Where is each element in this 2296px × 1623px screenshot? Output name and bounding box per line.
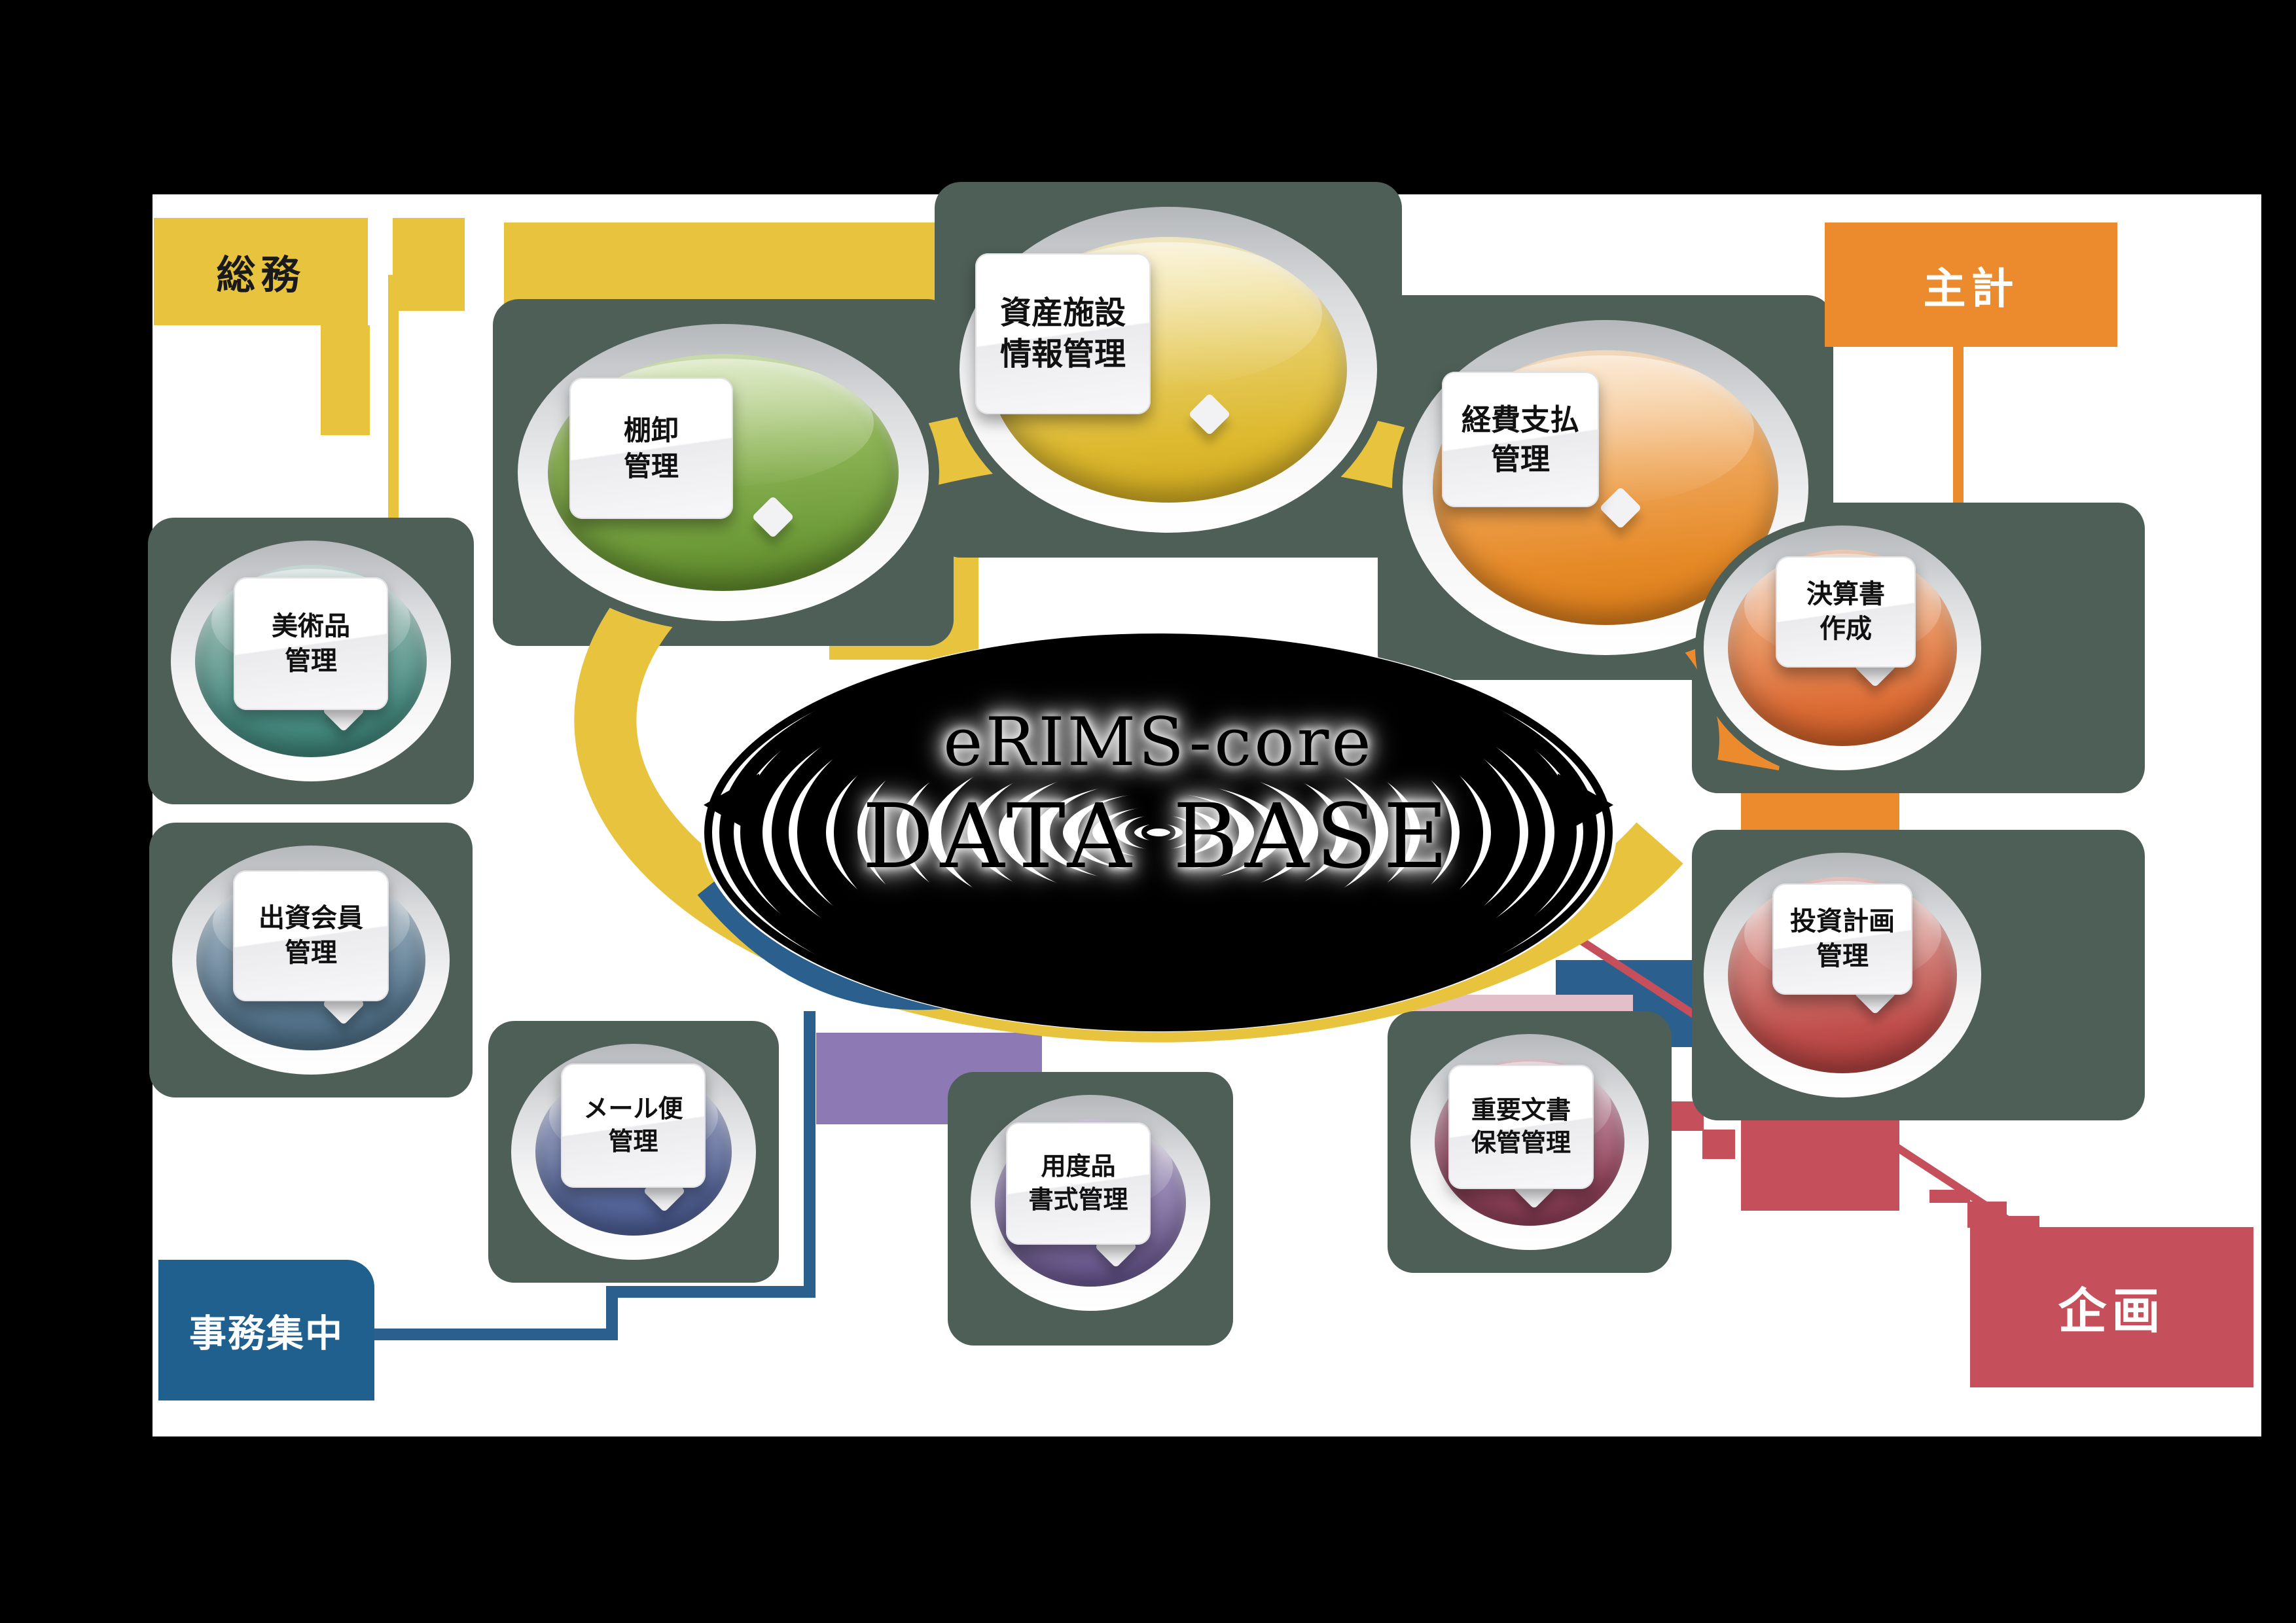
bubble-label: 出資会員 管理 xyxy=(233,870,389,1001)
flow-arrow-left-icon xyxy=(704,774,759,836)
bubble-label: 決算書 作成 xyxy=(1776,556,1916,668)
dept-label-text: 総務 xyxy=(216,253,306,297)
dept-label-jimu: 事務集中 xyxy=(158,1260,374,1400)
bubble-tanaoroshi: 棚卸 管理 xyxy=(507,313,939,632)
bubble-label-line: 保管管理 xyxy=(1471,1130,1571,1157)
bubble-youdohin: 用度品 書式管理 xyxy=(962,1086,1219,1319)
bubble-label-line: 資産施設 xyxy=(999,295,1126,330)
bubble-label-line: 投資計画 xyxy=(1790,907,1895,936)
jimu-connector-line xyxy=(606,1286,810,1298)
bubble-label-line: 管理 xyxy=(608,1128,658,1156)
bubble-label-line: 重要文書 xyxy=(1471,1096,1571,1124)
bubble-label: 重要文書 保管管理 xyxy=(1448,1065,1594,1189)
bubble-label-line: 書式管理 xyxy=(1028,1186,1128,1214)
bubble-label-line: 出資会員 xyxy=(259,904,363,933)
bubble-shusshi: 出資会員 管理 xyxy=(164,837,458,1083)
soumu-connector-step xyxy=(393,218,465,311)
bubble-shisan: 資産施設 情報管理 xyxy=(949,196,1388,543)
bubble-label: メール便 管理 xyxy=(561,1063,706,1188)
kikaku-connector-step xyxy=(1702,1130,1735,1159)
bubble-label-line: 管理 xyxy=(623,451,679,482)
bubble-label: 資産施設 情報管理 xyxy=(975,253,1151,414)
bubble-label-line: 経費支払 xyxy=(1461,403,1579,437)
soumu-connector-step xyxy=(321,325,370,435)
dept-label-text: 企画 xyxy=(2058,1284,2166,1338)
database-title-line2: DATA BASE xyxy=(862,785,1455,889)
bubble-label-line: 管理 xyxy=(285,646,337,675)
bubble-bijutsu: 美術品 管理 xyxy=(162,532,459,790)
bubble-label: 用度品 書式管理 xyxy=(1006,1122,1151,1245)
bubble-label-line: 用度品 xyxy=(1041,1153,1116,1181)
bubble-toushi: 投資計画 管理 xyxy=(1695,844,1990,1106)
dept-label-text: 主計 xyxy=(1923,264,2019,312)
jimu-connector-line xyxy=(804,1011,816,1298)
jimu-connector-line xyxy=(374,1329,618,1340)
bubble-label: 経費支払 管理 xyxy=(1442,372,1599,507)
bubble-label-line: 管理 xyxy=(1816,942,1869,971)
bubble-label: 美術品 管理 xyxy=(234,577,388,710)
bubble-label-line: メール便 xyxy=(583,1095,683,1123)
bubble-kessan: 決算書 作成 xyxy=(1695,517,1990,779)
dept-label-kikaku: 企画 xyxy=(1970,1227,2253,1387)
database-title-line1: eRIMS-core xyxy=(943,704,1374,781)
bubble-label-line: 管理 xyxy=(285,938,337,967)
bubble-label-line: 管理 xyxy=(1490,442,1550,476)
dept-label-shukei: 主計 xyxy=(1825,223,2117,347)
bubble-mailbin: メール便 管理 xyxy=(503,1035,764,1268)
jimu-connector-step xyxy=(606,1286,618,1340)
flow-arrow-right-icon xyxy=(1558,774,1613,836)
dept-label-text: 事務集中 xyxy=(189,1312,344,1355)
bubble-label-line: 棚卸 xyxy=(623,414,679,446)
database-ripple-graphic xyxy=(700,633,1617,1032)
bubble-juuyou: 重要文書 保管管理 xyxy=(1402,1026,1657,1258)
bubble-label-line: 決算書 xyxy=(1806,580,1885,609)
bubble-label-line: 美術品 xyxy=(272,611,350,641)
bubble-label-line: 情報管理 xyxy=(999,337,1126,372)
dept-label-soumu: 総務 xyxy=(154,218,368,325)
bubble-label: 棚卸 管理 xyxy=(569,378,733,519)
database-title: eRIMS-core DATA BASE xyxy=(831,704,1486,889)
bubble-label-line: 作成 xyxy=(1820,615,1872,643)
bubble-label: 投資計画 管理 xyxy=(1772,883,1912,995)
